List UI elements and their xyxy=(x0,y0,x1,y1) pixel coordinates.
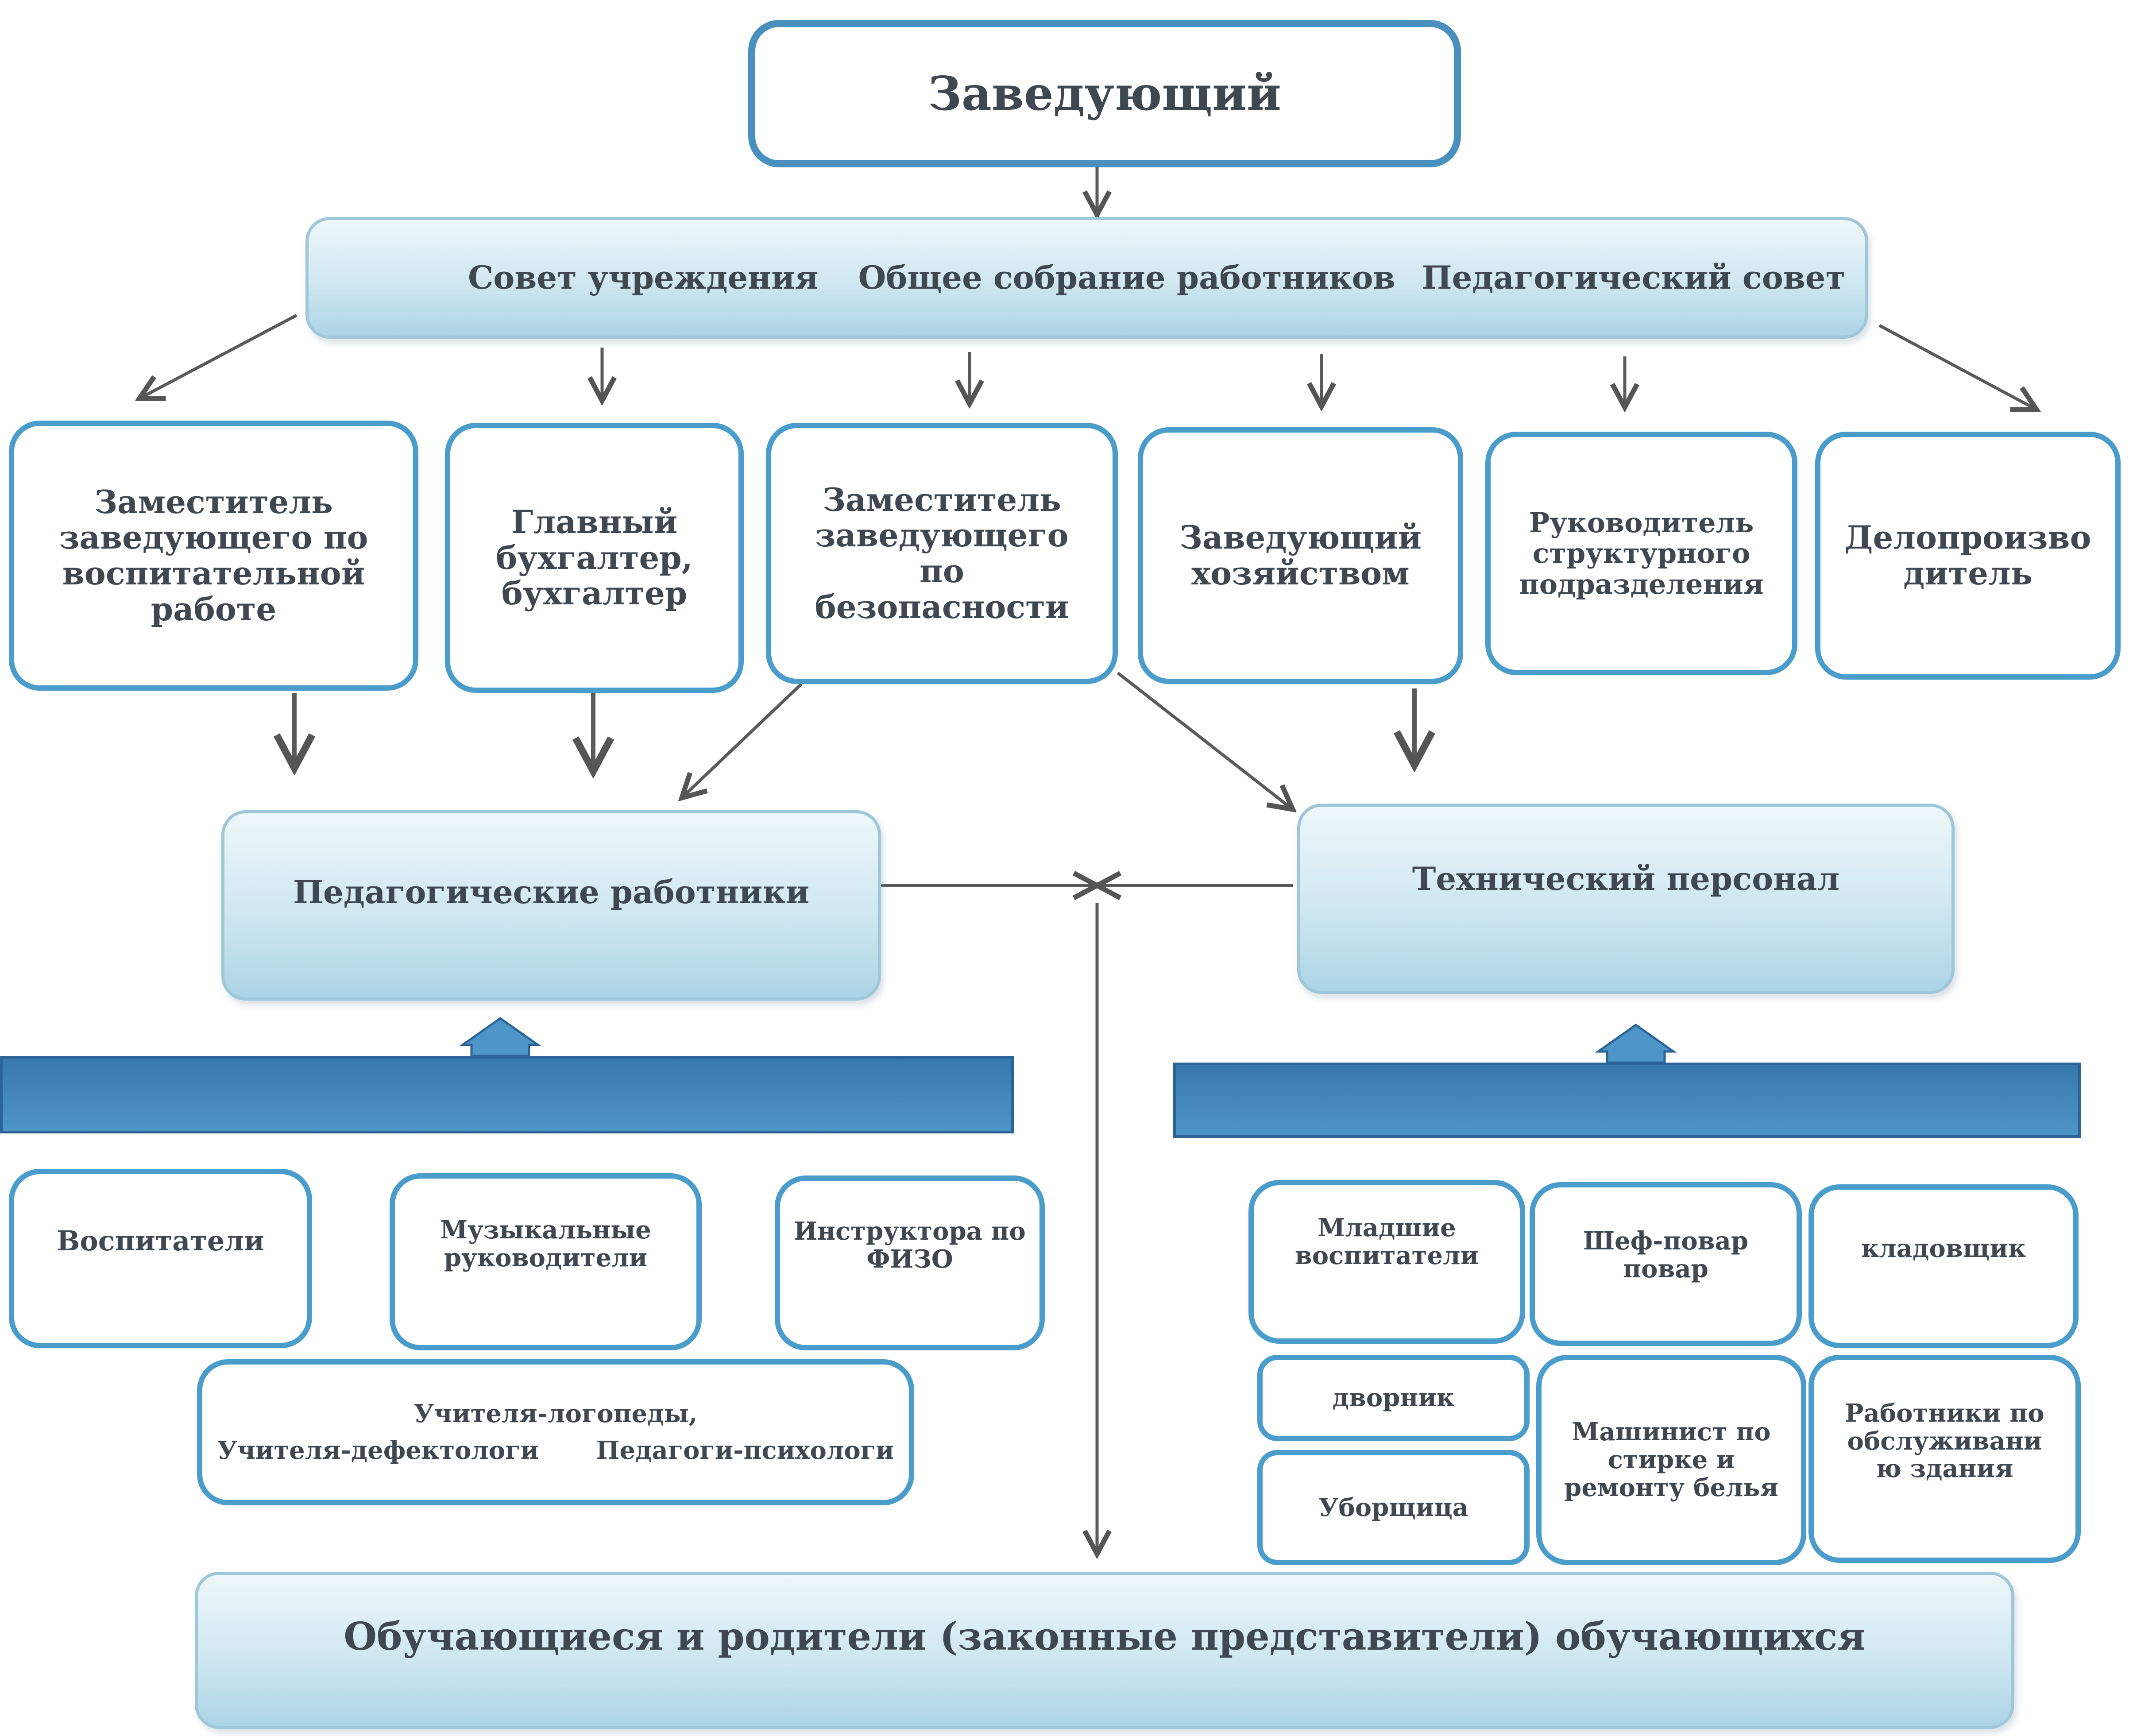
staff-box-specialists: Учителя-логопеды, Учителя-дефектологи Пе… xyxy=(197,1359,914,1505)
group-label: Технический персонал xyxy=(1412,859,1840,897)
group-label: Педагогические работники xyxy=(293,873,809,911)
deputy-box-safety: Заместитель заведующего по безопасности xyxy=(766,423,1118,684)
deputy-label: Заведующий хозяйством xyxy=(1179,518,1422,592)
deputy-label: Заместитель заведующего по воспитательно… xyxy=(59,483,368,628)
group-box-pedagogical: Педагогические работники xyxy=(221,810,881,1001)
council-item-board: Совет учреждения xyxy=(468,259,819,297)
band-technical xyxy=(1173,1063,2081,1138)
staff-box-music: Музыкальные руководители xyxy=(390,1173,702,1350)
deputy-box-clerk: Делопроизво дитель xyxy=(1815,432,2121,680)
tech-box-chef: Шеф-повар повар xyxy=(1530,1182,1802,1346)
deputy-box-housekeeping: Заведующий хозяйством xyxy=(1138,427,1463,684)
staff-label: Музыкальные руководители xyxy=(440,1215,651,1272)
tech-label: Младшие воспитатели xyxy=(1294,1213,1479,1270)
deputy-box-division-head: Руководитель структурного подразделения xyxy=(1485,432,1797,675)
band-arrow-left xyxy=(459,1017,541,1057)
staff-label: Инструктора по ФИЗО xyxy=(794,1216,1026,1274)
tech-box-laundry: Машинист по стирке и ремонту белья xyxy=(1536,1355,1806,1565)
deputy-label: Руководитель структурного подразделения xyxy=(1519,506,1764,600)
head-box: Заведующий xyxy=(748,20,1461,167)
head-label: Заведующий xyxy=(928,66,1281,121)
tech-box-cleaner: Уборщица xyxy=(1257,1450,1530,1565)
tech-label: Уборщица xyxy=(1318,1492,1469,1522)
deputy-box-educational: Заместитель заведующего по воспитательно… xyxy=(9,421,418,691)
band-arrow-right xyxy=(1595,1023,1677,1064)
arrow-safety-pedagogical xyxy=(682,683,803,798)
tech-box-junior-educators: Младшие воспитатели xyxy=(1248,1180,1525,1344)
deputy-label: Главный бухгалтер, бухгалтер xyxy=(496,503,693,612)
deputy-label: Делопроизво дитель xyxy=(1844,518,2091,592)
staff-box-educators: Воспитатели xyxy=(9,1169,312,1348)
tech-label: кладовщик xyxy=(1861,1233,2026,1263)
band-pedagogical xyxy=(0,1056,1014,1133)
council-item-pedagogical-council: Педагогический совет xyxy=(1422,259,1846,297)
specialists-speech-therapists: Учителя-дефектологи xyxy=(217,1436,539,1465)
council-item-general-meeting: Общее собрание работников xyxy=(858,259,1395,297)
tech-label: Машинист по стирке и ремонту белья xyxy=(1564,1417,1778,1502)
tech-label: дворник xyxy=(1332,1383,1455,1413)
specialists-line-1: Учителя-логопеды, xyxy=(413,1399,698,1429)
bottom-label: Обучающиеся и родители (законные предста… xyxy=(344,1614,1866,1659)
bottom-box: Обучающиеся и родители (законные предста… xyxy=(195,1572,2014,1729)
specialists-line-2: Учителя-дефектологи Педагоги-психологи xyxy=(217,1437,894,1465)
tech-label: Шеф-повар повар xyxy=(1583,1226,1749,1284)
arrow-council-deputy-1 xyxy=(139,313,298,398)
staff-label: Воспитатели xyxy=(56,1224,265,1257)
council-box: Совет учреждения Общее собрание работник… xyxy=(305,217,1868,339)
tech-box-janitor: дворник xyxy=(1257,1355,1530,1441)
arrow-council-deputy-6 xyxy=(1878,324,2036,410)
tech-box-storekeeper: кладовщик xyxy=(1808,1184,2079,1348)
arrow-safety-technical xyxy=(1117,672,1293,809)
deputy-label: Заместитель заведующего по безопасности xyxy=(815,480,1069,626)
tech-box-building-service: Работники по обслуживани ю здания xyxy=(1808,1355,2081,1563)
staff-box-pe: Инструктора по ФИЗО xyxy=(775,1175,1045,1350)
tech-label: Работники по обслуживани ю здания xyxy=(1845,1398,2044,1484)
group-box-technical: Технический персонал xyxy=(1297,804,1955,994)
deputy-box-accountant: Главный бухгалтер, бухгалтер xyxy=(445,423,744,693)
specialists-psychologists: Педагоги-психологи xyxy=(596,1436,894,1465)
